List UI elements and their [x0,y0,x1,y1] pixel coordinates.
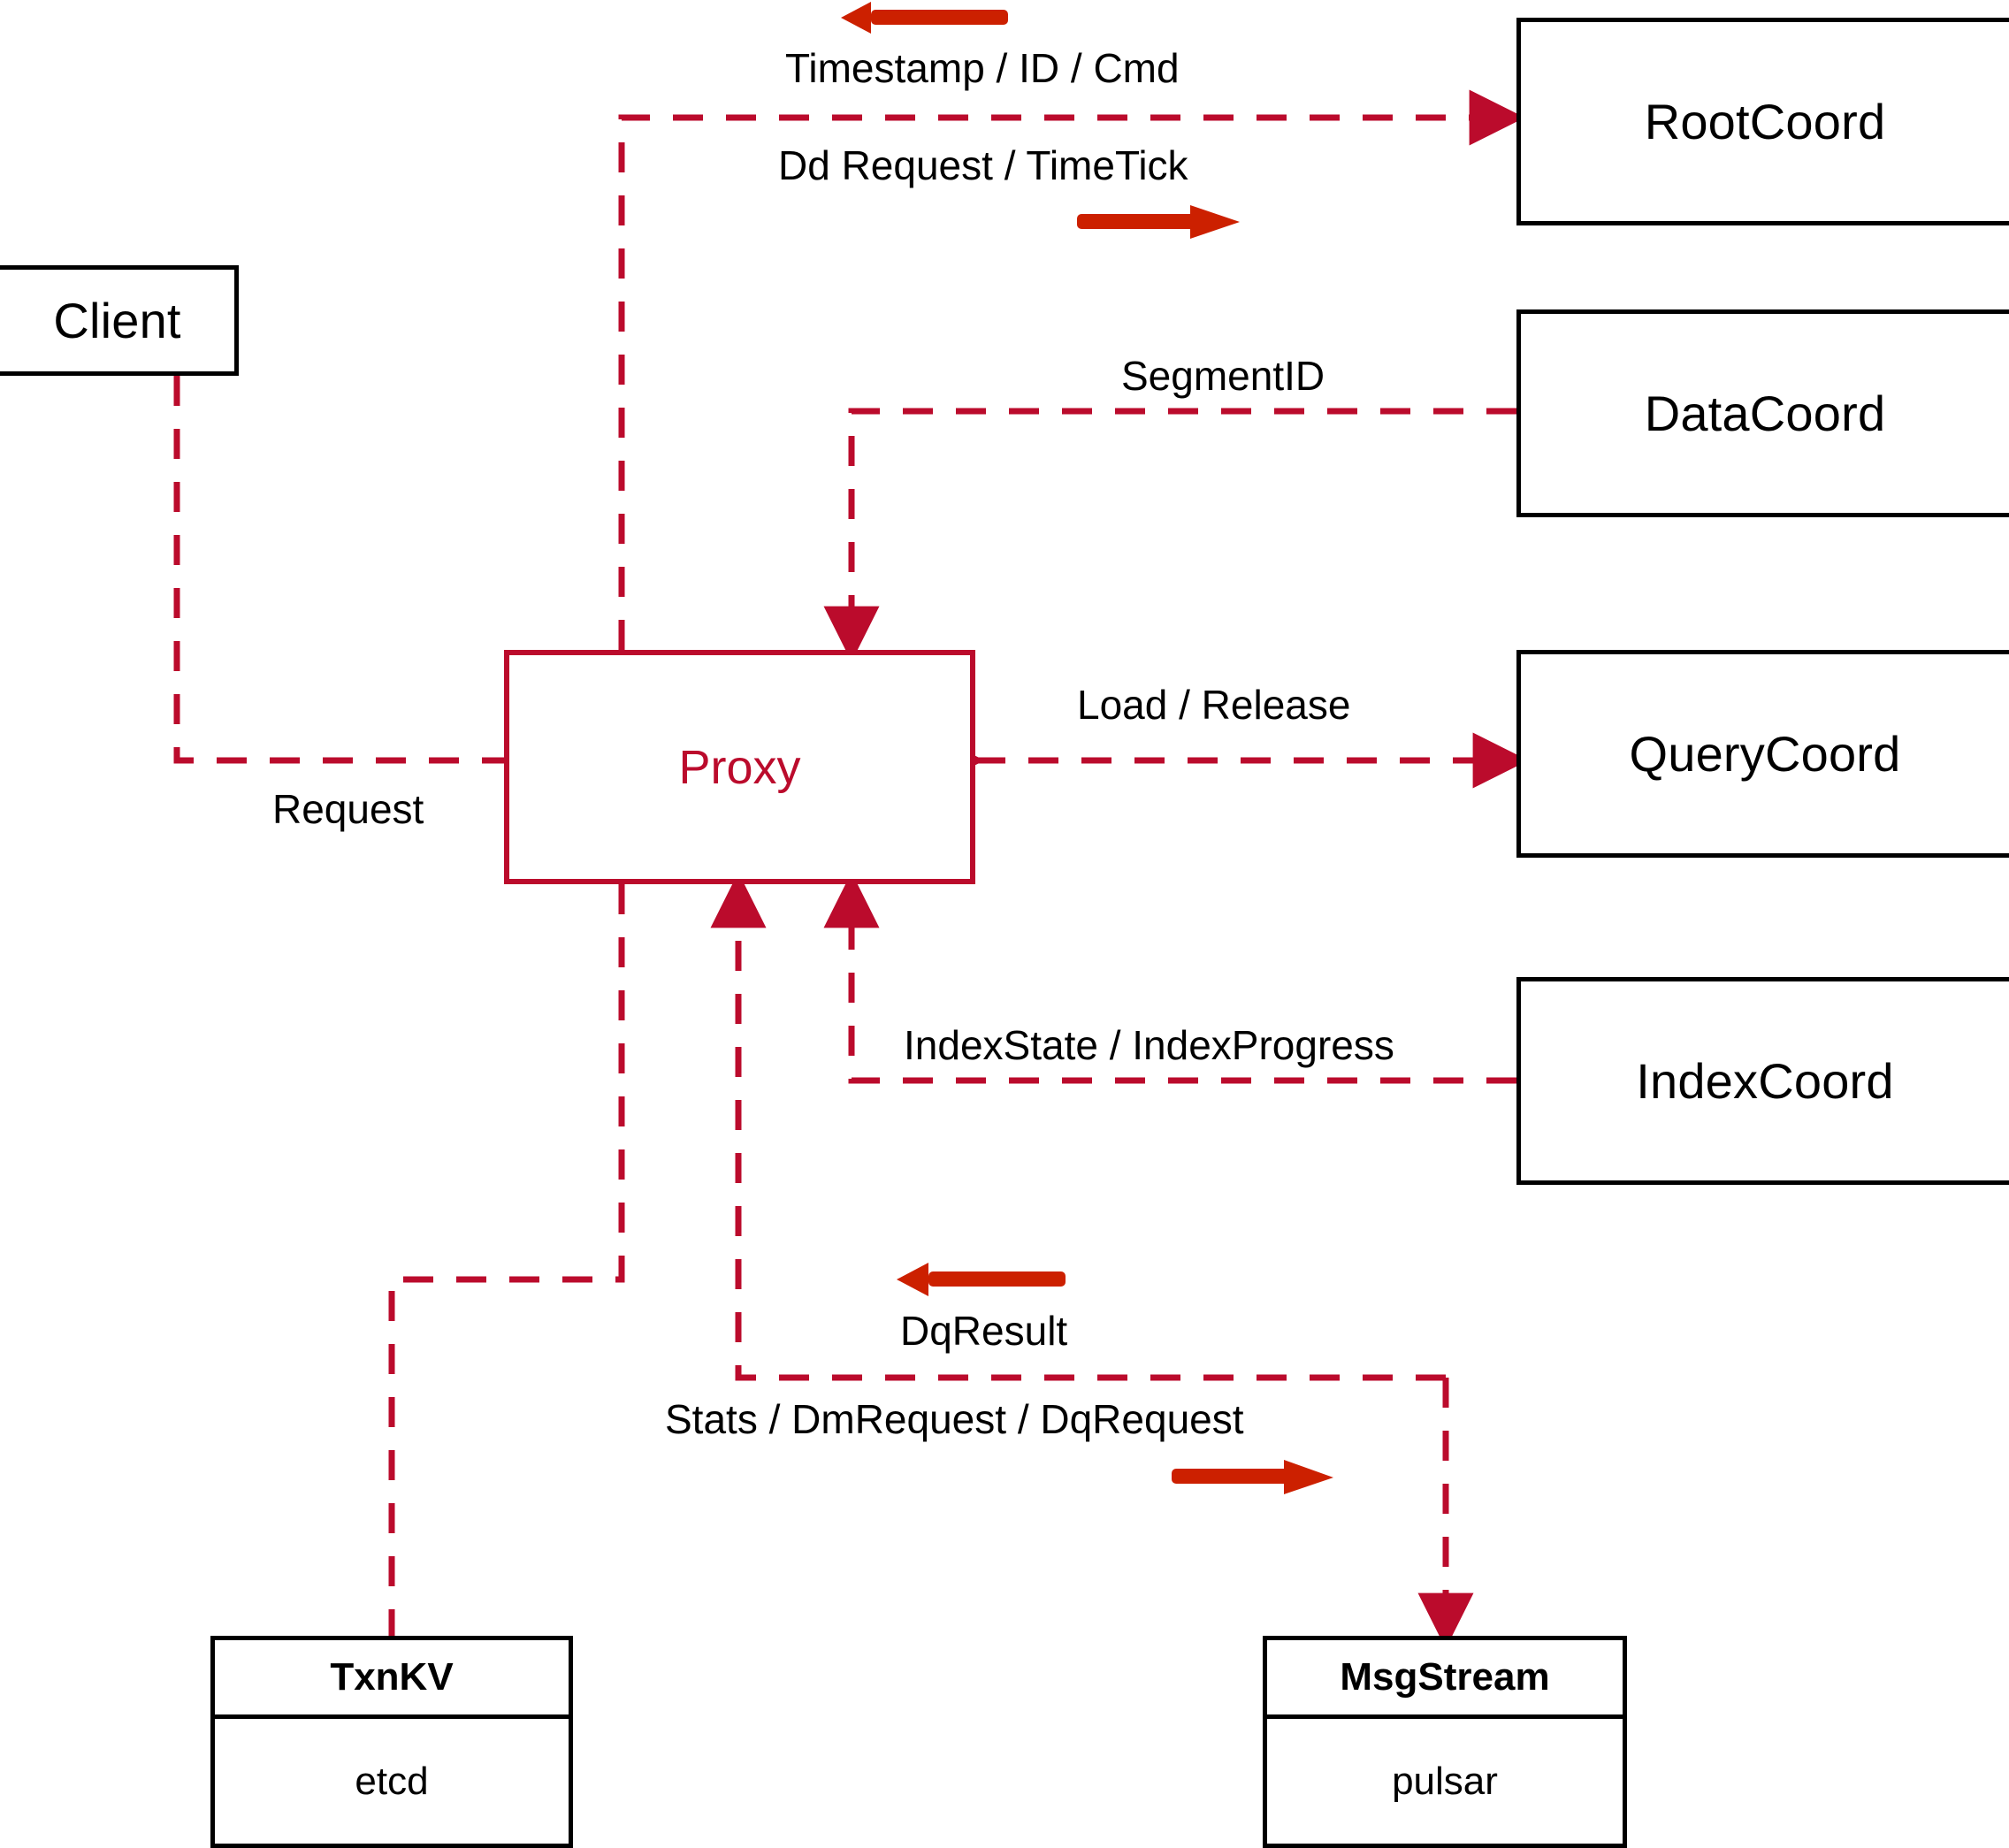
edge-label-load-release: Load / Release [1077,682,1351,728]
edge-indexcoord-to-proxy [823,872,1516,1084]
node-txnkv-label: TxnKV [330,1655,454,1699]
node-rootcoord-label: RootCoord [1644,94,1886,149]
direction-indicator-arrows [841,2,1333,1494]
edge-label-dqresult: DqResult [900,1308,1068,1354]
node-msgstream[interactable]: MsgStream pulsar [1263,1636,1627,1848]
node-client-label: Client [53,293,181,348]
node-rootcoord[interactable]: RootCoord [1516,18,2009,225]
node-querycoord-label: QueryCoord [1629,726,1901,782]
edge-proxy-to-rootcoord [618,89,1525,650]
edge-msgstream-to-proxy [710,872,1446,1381]
node-txnkv[interactable]: TxnKV etcd [210,1636,573,1848]
edge-label-request: Request [272,786,424,832]
edge-proxy-to-txnkv [388,884,625,1636]
node-proxy[interactable]: Proxy [504,650,975,884]
edge-label-segmentid: SegmentID [1121,353,1325,399]
arrow-left-dqresult [897,1263,1066,1296]
node-client[interactable]: Client [0,265,239,376]
node-txnkv-body: etcd [215,1719,569,1844]
node-datacoord[interactable]: DataCoord [1516,309,2009,517]
edge-label-indexstate: IndexState / IndexProgress [904,1022,1394,1068]
edge-label-timestamp-id-cmd: Timestamp / ID / Cmd [785,45,1180,91]
node-txnkv-header: TxnKV [215,1640,569,1719]
edge-datacoord-to-proxy [823,408,1516,662]
arrow-right-ddrequest [1077,205,1240,239]
node-msgstream-body: pulsar [1267,1719,1623,1844]
node-msgstream-header: MsgStream [1267,1640,1623,1719]
arrow-left-timestamp [841,2,1008,34]
node-msgstream-sublabel: pulsar [1392,1759,1498,1803]
edge-label-dd-request-timetick: Dd Request / TimeTick [778,142,1188,188]
node-querycoord[interactable]: QueryCoord [1516,650,2009,858]
node-datacoord-label: DataCoord [1644,386,1886,441]
node-indexcoord[interactable]: IndexCoord [1516,977,2009,1185]
edge-label-stats-dm-dq: Stats / DmRequest / DqRequest [665,1396,1244,1442]
node-txnkv-sublabel: etcd [355,1759,429,1803]
node-indexcoord-label: IndexCoord [1636,1053,1894,1109]
node-msgstream-label: MsgStream [1340,1655,1550,1699]
arrow-right-stats [1172,1460,1333,1494]
node-proxy-label: Proxy [678,740,801,794]
